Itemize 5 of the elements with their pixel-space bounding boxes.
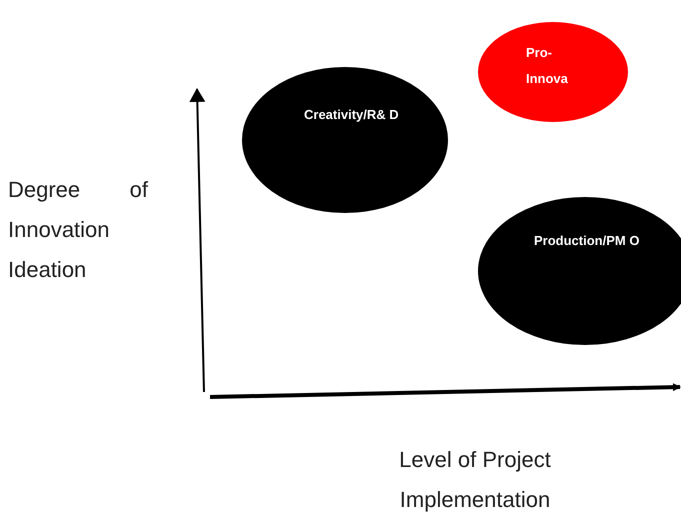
axis-label: Degree of Innovation Ideation (8, 176, 148, 284)
node-label: Production/PM O (534, 232, 640, 250)
node-label: Creativity/R& D (304, 106, 400, 124)
node-label: Pro- Innova (526, 44, 569, 88)
axis-label: Level of Project Implementation (398, 446, 552, 514)
